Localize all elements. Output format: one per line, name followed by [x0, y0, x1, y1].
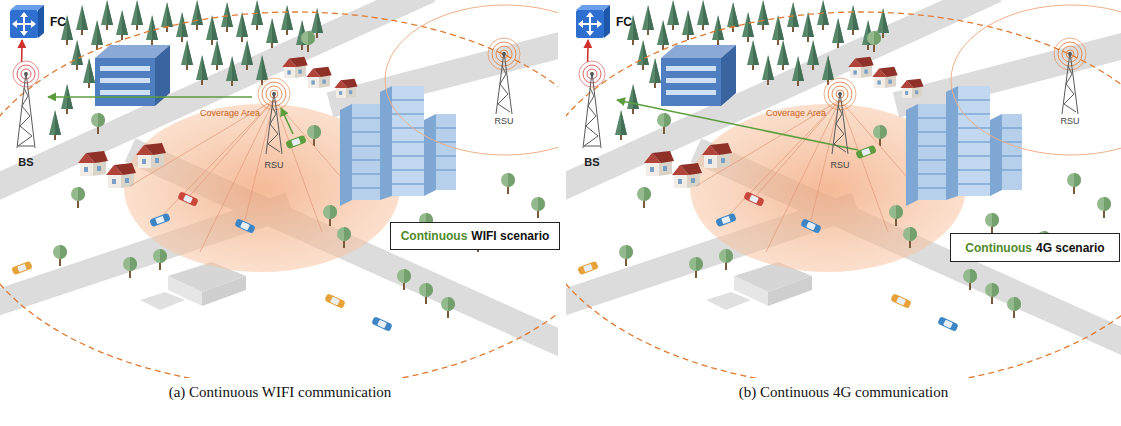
link-arrow — [48, 96, 252, 98]
node-label: RSU — [494, 116, 513, 126]
scenario-keyword: Continuous — [965, 241, 1032, 255]
fc-icon — [574, 4, 610, 40]
fc-icon — [8, 4, 44, 40]
scenario-text: 4G scenario — [1036, 241, 1105, 255]
fusion-center-node: FC — [574, 4, 638, 40]
coverage-row: Coverage Area — [766, 102, 826, 120]
fusion-center-node: FC — [8, 4, 72, 40]
link-arrow — [21, 40, 23, 62]
scenario-keyword: Continuous — [401, 229, 468, 243]
fusion-center-node-text-group: FC — [616, 4, 632, 40]
road-side-unit-node: RSU — [1048, 40, 1092, 128]
subfigure-caption: (a) Continuous WIFI communication — [169, 384, 392, 400]
node-label: RSU — [264, 160, 283, 170]
road-side-unit-node-text-group: RSU — [818, 154, 862, 172]
scenario-box-text-group: ContinuousWIFI scenario — [391, 223, 559, 249]
node-label: FC — [50, 15, 66, 29]
coverage-row: Coverage Area — [200, 102, 260, 120]
rsu-icon — [1048, 40, 1092, 116]
node-label: BS — [584, 156, 599, 168]
bs-icon — [4, 62, 48, 150]
node-label: FC — [616, 15, 632, 29]
node-label: RSU — [830, 160, 849, 170]
subfigure-caption: (b) Continuous 4G communication — [739, 384, 949, 400]
base-station-node: BS — [4, 62, 48, 170]
scenario-box: ContinuousWIFI scenario — [390, 222, 560, 250]
bs-icon — [570, 62, 614, 150]
node-label: BS — [18, 156, 33, 168]
link-arrow — [587, 40, 589, 62]
scenario-box-text-group: Continuous 4G scenario — [951, 234, 1119, 261]
road-side-unit-node-text-group: RSU — [252, 154, 296, 172]
base-station-node: BS — [570, 62, 614, 170]
caption-row: (a) Continuous WIFI communication — [0, 383, 560, 401]
road-side-unit-node: RSU — [818, 80, 862, 172]
scenario-text: WIFI scenario — [471, 229, 549, 243]
road-side-unit-node: RSU — [252, 80, 296, 172]
road-side-unit-node-text-group: RSU — [1048, 110, 1092, 128]
road-side-unit-node-text-group: RSU — [482, 110, 526, 128]
coverage-label: Coverage Area — [766, 108, 826, 118]
base-station-node-text-group: BS — [4, 152, 48, 170]
rsu-icon — [482, 40, 526, 116]
rsu-icon — [818, 80, 862, 156]
fusion-center-node-text-group: FC — [50, 4, 66, 40]
node-label: RSU — [1060, 116, 1079, 126]
road-side-unit-node: RSU — [482, 40, 526, 128]
rsu-icon — [252, 80, 296, 156]
base-station-node-text-group: BS — [570, 152, 614, 170]
coverage-label: Coverage Area — [200, 108, 260, 118]
caption-row: (b) Continuous 4G communication — [566, 383, 1121, 401]
scenario-box: Continuous 4G scenario — [950, 233, 1120, 262]
